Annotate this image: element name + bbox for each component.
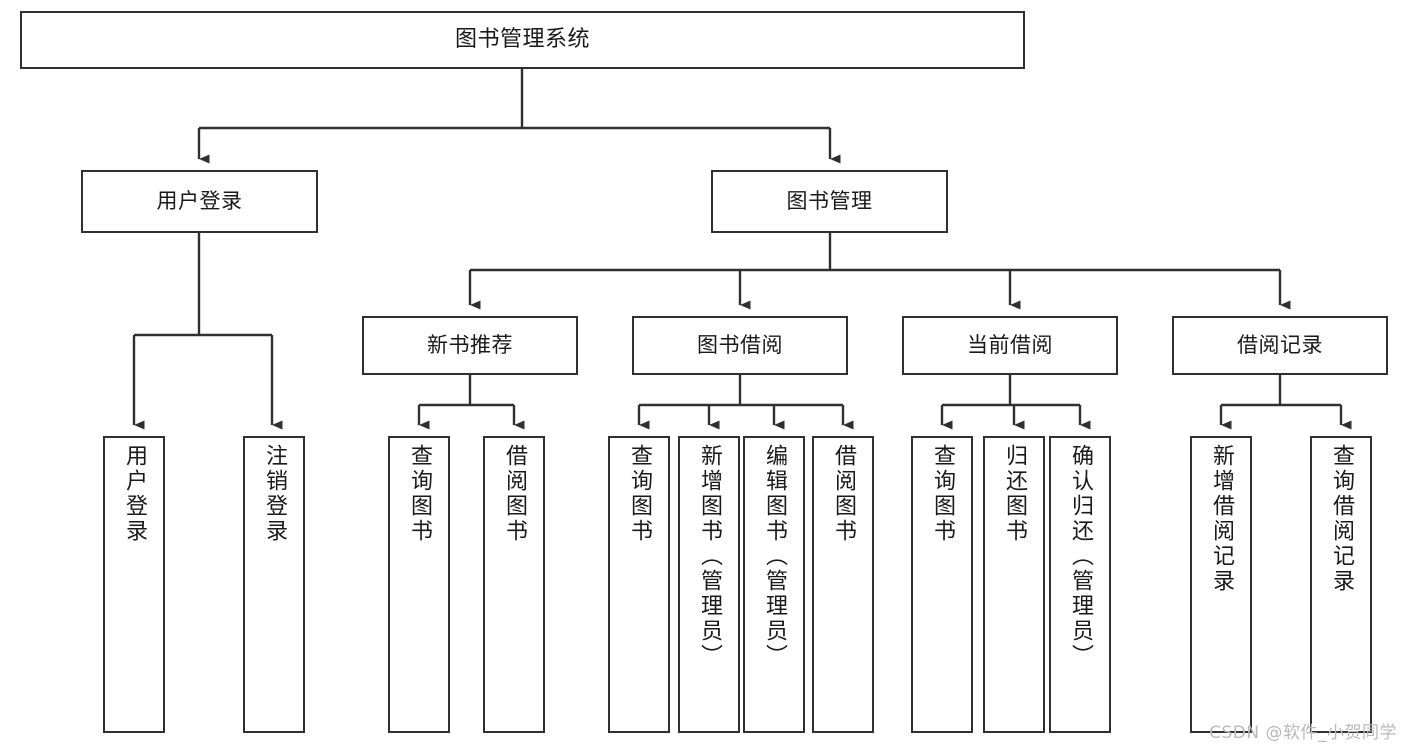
node-leaf-borrow-book-2[interactable]: 借阅图书 — [812, 436, 874, 733]
node-leaf-query-book-2-label: 查询图书 — [627, 444, 652, 544]
node-leaf-query-book-2[interactable]: 查询图书 — [608, 436, 670, 733]
node-leaf-confirm-return[interactable]: 确认归还（管理员） — [1049, 436, 1111, 733]
node-leaf-user-login[interactable]: 用户登录 — [103, 436, 165, 733]
node-leaf-query-book-1[interactable]: 查询图书 — [388, 436, 450, 733]
node-leaf-edit-book[interactable]: 编辑图书（管理员） — [743, 436, 805, 733]
node-current-borrow-label: 当前借阅 — [967, 332, 1053, 357]
node-borrow-record-label: 借阅记录 — [1237, 332, 1323, 357]
node-borrow-record[interactable]: 借阅记录 — [1172, 316, 1388, 375]
node-leaf-borrow-book-2-label: 借阅图书 — [831, 444, 856, 544]
node-leaf-return-book-label: 归还图书 — [1002, 444, 1027, 544]
node-leaf-add-book-label: 新增图书（管理员） — [697, 444, 722, 669]
node-leaf-user-logout-label: 注销登录 — [262, 444, 287, 544]
node-leaf-query-book-3[interactable]: 查询图书 — [911, 436, 973, 733]
node-leaf-edit-book-label: 编辑图书（管理员） — [762, 444, 787, 669]
node-user-login[interactable]: 用户登录 — [81, 170, 318, 233]
node-book-manage[interactable]: 图书管理 — [711, 170, 948, 233]
node-leaf-add-record-label: 新增借阅记录 — [1209, 444, 1234, 594]
node-leaf-query-record-label: 查询借阅记录 — [1329, 444, 1354, 594]
csdn-watermark: CSDN @软件_小贺同学 — [1209, 723, 1397, 743]
node-root-label: 图书管理系统 — [454, 26, 590, 52]
node-leaf-add-record[interactable]: 新增借阅记录 — [1190, 436, 1252, 733]
node-leaf-add-book[interactable]: 新增图书（管理员） — [678, 436, 740, 733]
node-leaf-borrow-book-1-label: 借阅图书 — [502, 444, 527, 544]
node-new-book-rec-label: 新书推荐 — [427, 332, 513, 357]
node-new-book-rec[interactable]: 新书推荐 — [362, 316, 578, 375]
node-current-borrow[interactable]: 当前借阅 — [902, 316, 1118, 375]
node-leaf-query-book-1-label: 查询图书 — [407, 444, 432, 544]
node-leaf-return-book[interactable]: 归还图书 — [983, 436, 1045, 733]
node-leaf-borrow-book-1[interactable]: 借阅图书 — [483, 436, 545, 733]
node-user-login-label: 用户登录 — [156, 188, 243, 213]
node-leaf-user-logout[interactable]: 注销登录 — [243, 436, 305, 733]
node-book-borrow[interactable]: 图书借阅 — [632, 316, 848, 375]
node-leaf-query-book-3-label: 查询图书 — [930, 444, 955, 544]
node-book-borrow-label: 图书借阅 — [697, 332, 783, 357]
node-book-manage-label: 图书管理 — [786, 188, 873, 213]
node-leaf-confirm-return-label: 确认归还（管理员） — [1068, 444, 1093, 669]
node-leaf-query-record[interactable]: 查询借阅记录 — [1310, 436, 1372, 733]
node-leaf-user-login-label: 用户登录 — [122, 444, 147, 544]
node-root[interactable]: 图书管理系统 — [20, 11, 1025, 69]
